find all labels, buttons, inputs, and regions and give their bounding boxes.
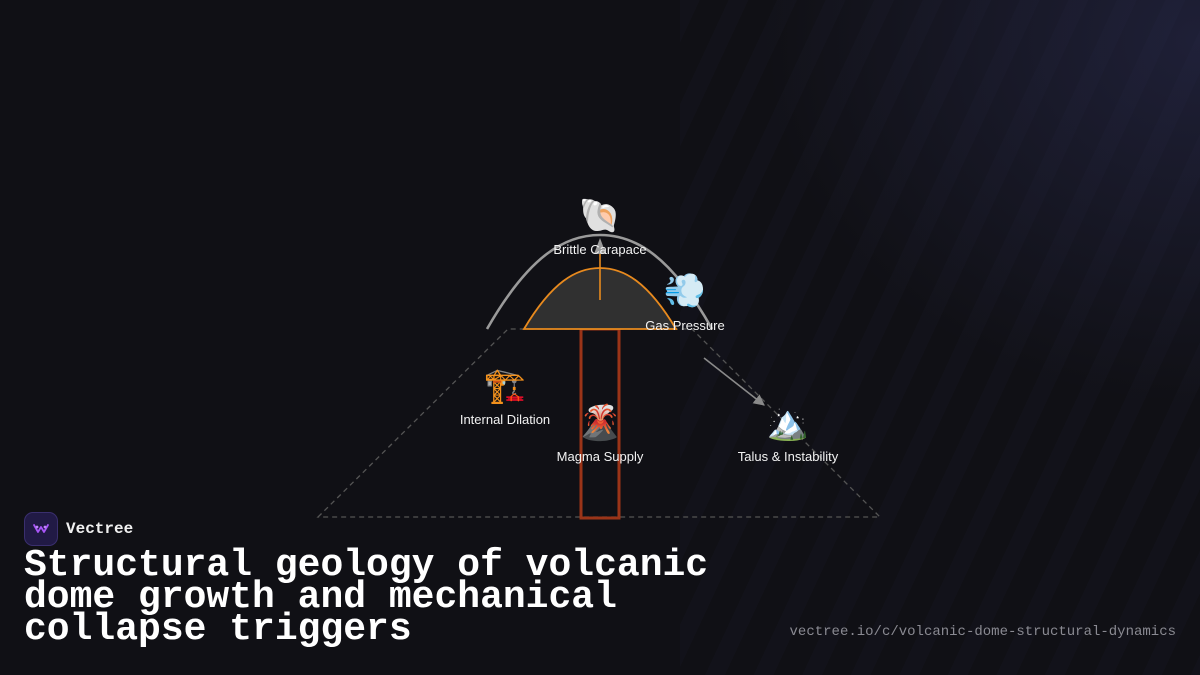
volcano-icon: 🌋	[579, 403, 621, 443]
node-gas-pressure: 💨 Gas Pressure	[645, 271, 724, 333]
node-talus-instability: 🏔️ Talus & Instability	[738, 403, 839, 464]
brand: Vectree	[24, 512, 133, 546]
page-title: Structural geology of volcanic dome grow…	[24, 544, 709, 651]
construction-crane-icon: 🏗️	[484, 366, 526, 406]
brand-name: Vectree	[66, 520, 134, 538]
volcanic-edifice-outline	[316, 328, 882, 518]
pressure-arrowhead	[594, 238, 606, 254]
spiral-shell-icon: 🐚	[579, 196, 621, 236]
brittle-carapace-label: Brittle Carapace	[553, 242, 646, 257]
vectree-logo-icon	[24, 512, 58, 546]
collapse-arrow	[703, 357, 765, 406]
node-magma-supply: 🌋 Magma Supply	[557, 403, 644, 464]
brittle-carapace-arc	[485, 233, 714, 330]
internal-dilation-label: Internal Dilation	[460, 412, 550, 427]
dash-wind-icon: 💨	[664, 271, 706, 311]
gas-pressure-label: Gas Pressure	[645, 318, 724, 333]
node-brittle-carapace: 🐚 Brittle Carapace	[553, 196, 646, 257]
magma-supply-label: Magma Supply	[557, 449, 644, 464]
source-url: vectree.io/c/volcanic-dome-structural-dy…	[789, 624, 1176, 640]
node-internal-dilation: 🏗️ Internal Dilation	[460, 366, 550, 427]
talus-instability-label: Talus & Instability	[738, 449, 839, 464]
snow-capped-mountain-icon: 🏔️	[767, 403, 809, 443]
